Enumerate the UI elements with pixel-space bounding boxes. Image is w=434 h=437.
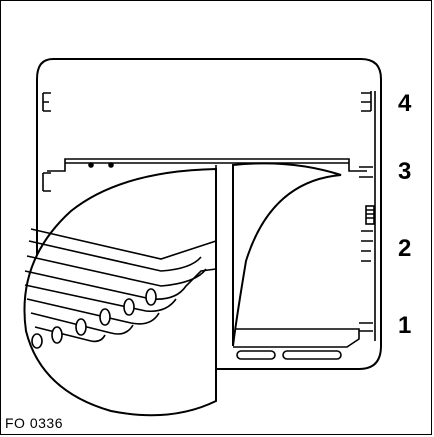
shelf-level-label-1: 1 — [398, 312, 412, 339]
rod-ends — [31, 288, 157, 349]
shelf-rack-level-3 — [47, 158, 367, 172]
figure-code: FO 0336 — [5, 415, 63, 431]
shelf-rails-detail — [24, 228, 217, 343]
shelf-level-label-3: 3 — [398, 158, 412, 185]
shelf-level-label-2: 2 — [398, 235, 412, 262]
left-shelf-supports — [42, 92, 51, 192]
shelf-level-label-4: 4 — [398, 90, 412, 117]
right-shelf-supports — [359, 91, 376, 341]
